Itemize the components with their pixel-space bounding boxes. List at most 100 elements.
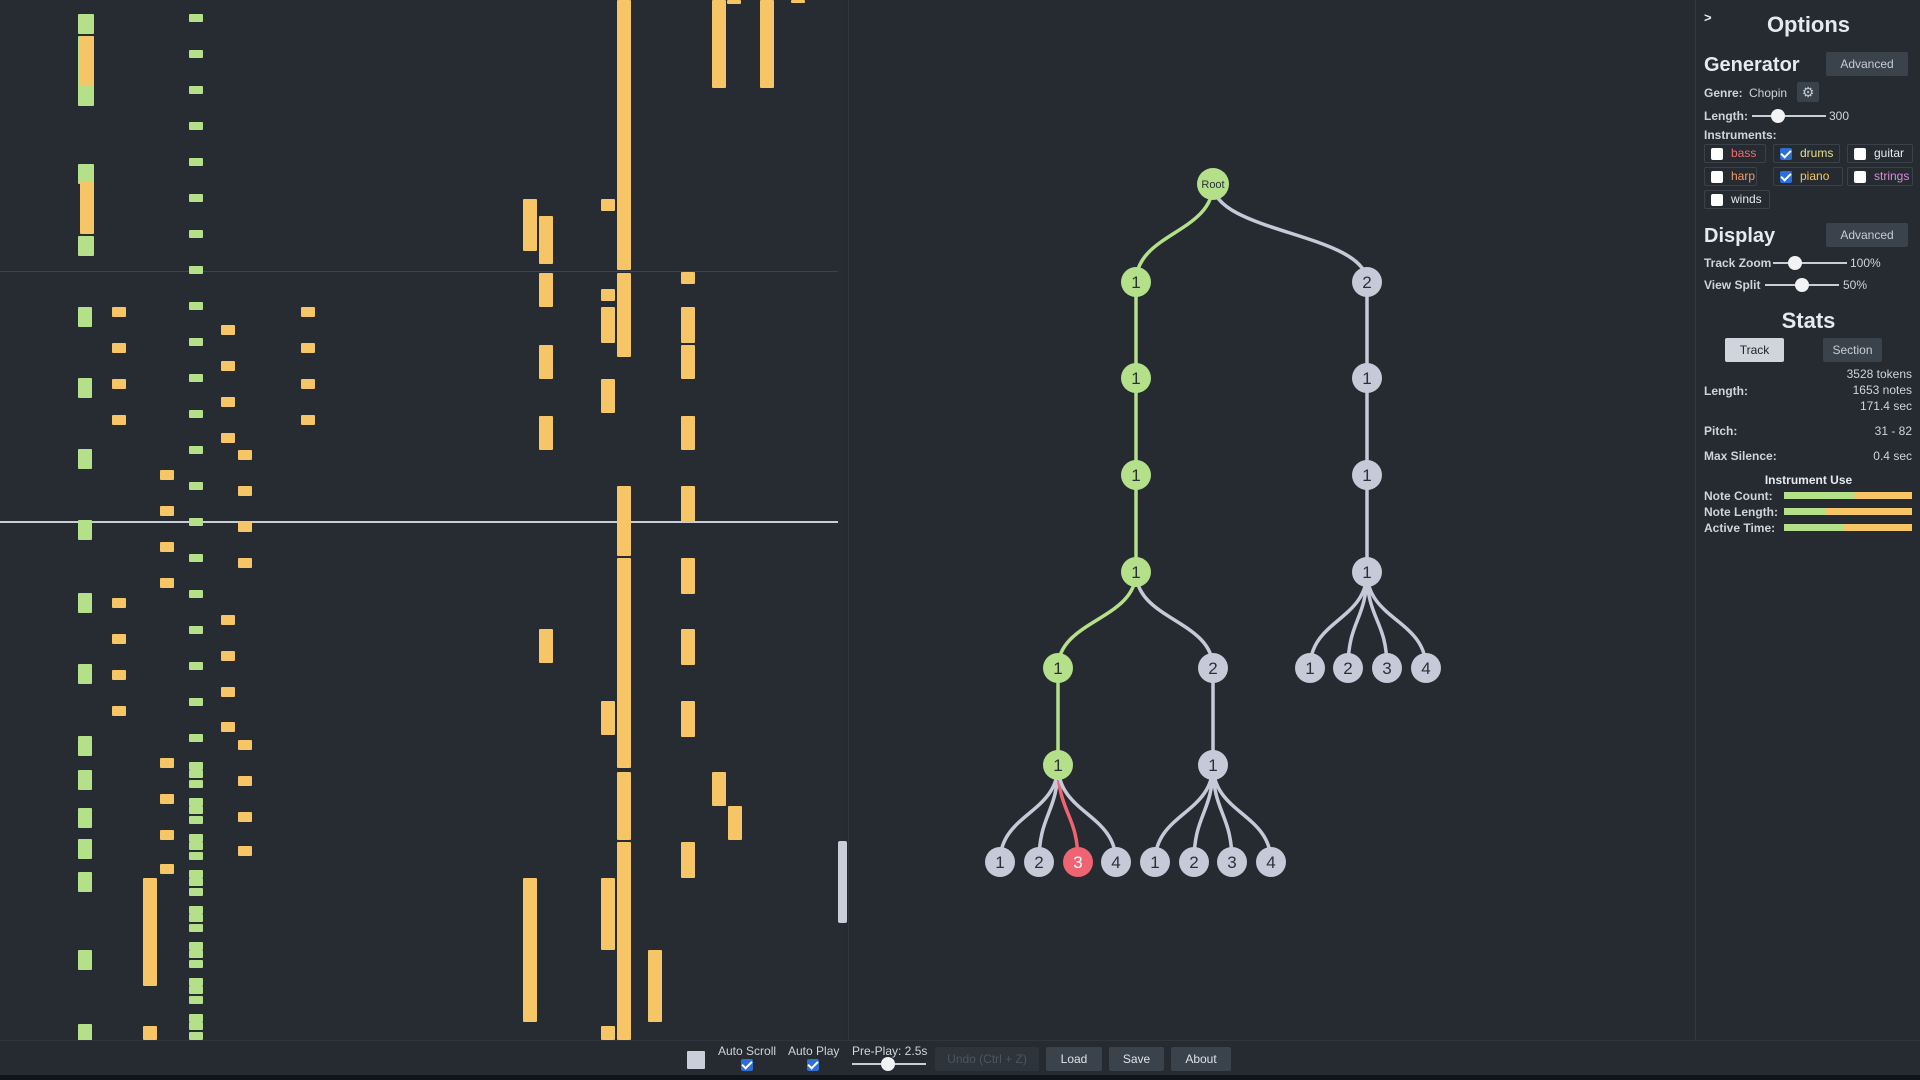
preplay-slider-handle[interactable] [880,1057,895,1071]
tree-node-circle[interactable] [1352,460,1382,490]
instrument-bass[interactable]: bass [1704,144,1766,163]
tree-node-h4[interactable]: 4 [1256,847,1286,877]
tree-node-d2[interactable]: 2 [1333,653,1363,683]
tree-node-circle[interactable] [1121,363,1151,393]
piano-roll-scrollbar[interactable] [838,841,847,923]
tree-node-circle[interactable] [1217,847,1247,877]
tree-node-r[interactable]: Root [1197,168,1229,200]
instrument-winds[interactable]: winds [1704,190,1770,209]
instrument-bass-checkbox[interactable] [1711,148,1723,160]
instrument-piano-checkbox[interactable] [1780,171,1792,183]
tree-node-h1[interactable]: 1 [1140,847,1170,877]
tree-node-circle[interactable] [1063,847,1093,877]
instrument-strings[interactable]: strings [1847,167,1913,186]
tree-node-circle[interactable] [1352,363,1382,393]
tree-node-d4[interactable]: 4 [1411,653,1441,683]
tree-node-circle[interactable] [1198,750,1228,780]
display-advanced-button[interactable]: Advanced [1826,223,1908,247]
length-slider[interactable] [1752,115,1826,117]
tree-node-c2[interactable]: 2 [1198,653,1228,683]
tree-node-label: 3 [1073,853,1082,872]
stats-tokens: 3528 tokens [1846,367,1912,381]
tree-node-a1111[interactable]: 1 [1121,557,1151,587]
tree-node-e1[interactable]: 1 [1043,750,1073,780]
note [617,486,631,556]
tree-node-d3[interactable]: 3 [1372,653,1402,683]
tree-node-circle[interactable] [1256,847,1286,877]
window-bottom-edge [0,1075,1920,1080]
tree-node-h3[interactable]: 3 [1217,847,1247,877]
tree-node-h2[interactable]: 2 [1179,847,1209,877]
instrument-strings-label: strings [1874,169,1910,183]
tab-track[interactable]: Track [1725,338,1784,362]
instrument-guitar[interactable]: guitar [1847,144,1913,163]
tree-node-circle[interactable] [1352,267,1382,297]
load-button[interactable]: Load [1046,1047,1102,1071]
tree-node-c1[interactable]: 1 [1043,653,1073,683]
tree-node-b211[interactable]: 1 [1352,460,1382,490]
instrument-winds-checkbox[interactable] [1711,194,1723,206]
tree-node-circle[interactable] [1411,653,1441,683]
tree-node-circle[interactable] [1043,653,1073,683]
tree-node-circle[interactable] [1372,653,1402,683]
tree-node-circle[interactable] [1121,460,1151,490]
about-button[interactable]: About [1171,1047,1231,1071]
length-slider-handle[interactable] [1770,109,1785,123]
tree-node-label: 1 [995,853,1004,872]
instrument-piano[interactable]: piano [1773,167,1843,186]
instrument-drums-checkbox[interactable] [1780,148,1792,160]
tree-node-circle[interactable] [985,847,1015,877]
instrument-harp[interactable]: harp [1704,167,1757,186]
track-zoom-slider[interactable] [1773,262,1847,264]
note [189,960,203,968]
tree-node-circle[interactable] [1101,847,1131,877]
tree-node-b2111[interactable]: 1 [1352,557,1382,587]
tree-node-circle[interactable] [1352,557,1382,587]
generator-advanced-button[interactable]: Advanced [1826,52,1908,76]
track-zoom-slider-handle[interactable] [1788,256,1803,270]
tree-node-g1[interactable]: 1 [985,847,1015,877]
tree-node-circle[interactable] [1198,653,1228,683]
tree-node-circle[interactable] [1140,847,1170,877]
tree-node-g4[interactable]: 4 [1101,847,1131,877]
tree-node-circle[interactable] [1295,653,1325,683]
tree-node-b21[interactable]: 1 [1352,363,1382,393]
tree-node-d1[interactable]: 1 [1295,653,1325,683]
collapse-panel-icon[interactable]: > [1704,10,1712,25]
tree-node-circle[interactable] [1024,847,1054,877]
tree-node-b2[interactable]: 2 [1352,267,1382,297]
undo-button[interactable]: Undo (Ctrl + Z) [935,1047,1039,1071]
gear-icon[interactable]: ⚙ [1797,82,1819,102]
save-button[interactable]: Save [1109,1047,1164,1071]
instrument-harp-checkbox[interactable] [1711,171,1723,183]
instrument-guitar-checkbox[interactable] [1854,148,1866,160]
tree-node-circle[interactable] [1043,750,1073,780]
note [112,379,126,389]
genre-value[interactable]: Chopin [1749,86,1788,100]
tree-node-label: 2 [1208,659,1217,678]
tree-node-circle[interactable] [1121,267,1151,297]
piano-roll[interactable] [0,0,845,1040]
auto-play-checkbox[interactable] [807,1059,819,1071]
instrument-harp-label: harp [1731,169,1756,183]
view-divider[interactable] [848,0,849,1040]
tree-node-g2[interactable]: 2 [1024,847,1054,877]
instrument-strings-checkbox[interactable] [1854,171,1866,183]
tree-node-circle[interactable] [1333,653,1363,683]
tree-node-circle[interactable] [1197,168,1229,200]
view-split-slider-handle[interactable] [1795,278,1809,292]
tree-node-f1[interactable]: 1 [1198,750,1228,780]
tree-node-circle[interactable] [1121,557,1151,587]
tree-node-g3[interactable]: 3 [1063,847,1093,877]
tree-node-circle[interactable] [1179,847,1209,877]
panel-title: Options [1766,12,1851,37]
tab-section[interactable]: Section [1823,338,1882,362]
instrument-drums[interactable]: drums [1773,144,1840,163]
auto-scroll-checkbox[interactable] [741,1059,753,1071]
tree-node-a1[interactable]: 1 [1121,267,1151,297]
tree-node-a11[interactable]: 1 [1121,363,1151,393]
stop-button[interactable] [687,1051,705,1069]
tree-node-a111[interactable]: 1 [1121,460,1151,490]
